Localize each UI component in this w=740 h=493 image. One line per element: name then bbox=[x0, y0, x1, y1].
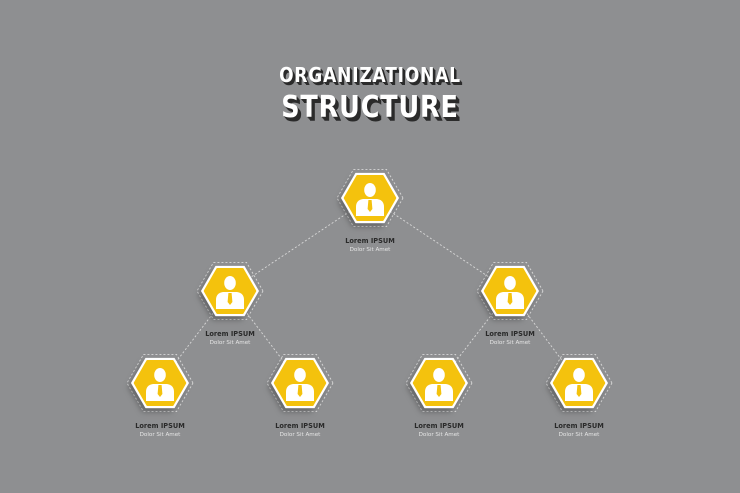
org-node-n3[interactable]: Lorem IPSUM Dolor Sit Amet bbox=[126, 353, 194, 438]
org-node-n2[interactable]: Lorem IPSUM Dolor Sit Amet bbox=[476, 261, 544, 346]
person-icon bbox=[146, 368, 174, 401]
node-role-label: Dolor Sit Amet bbox=[559, 432, 601, 438]
org-node-n1[interactable]: Lorem IPSUM Dolor Sit Amet bbox=[196, 261, 264, 346]
title-line-1: ORGANIZATIONAL bbox=[279, 63, 461, 87]
node-ring bbox=[196, 261, 264, 321]
connector-n0-n2 bbox=[369, 197, 511, 292]
node-name-label: Lorem IPSUM bbox=[554, 422, 604, 430]
node-role-label: Dolor Sit Amet bbox=[419, 432, 461, 438]
person-icon bbox=[216, 276, 244, 309]
node-name-label: Lorem IPSUM bbox=[275, 422, 325, 430]
node-role-label: Dolor Sit Amet bbox=[350, 247, 392, 253]
node-role-label: Dolor Sit Amet bbox=[210, 340, 252, 346]
node-ring bbox=[126, 353, 194, 413]
node-ring bbox=[545, 353, 613, 413]
node-name-label: Lorem IPSUM bbox=[205, 330, 255, 338]
connector-n0-n1 bbox=[229, 197, 371, 292]
node-name-label: Lorem IPSUM bbox=[135, 422, 185, 430]
node-ring bbox=[266, 353, 334, 413]
node-role-label: Dolor Sit Amet bbox=[490, 340, 532, 346]
person-icon bbox=[565, 368, 593, 401]
person-icon bbox=[425, 368, 453, 401]
org-node-n0[interactable]: Lorem IPSUM Dolor Sit Amet bbox=[336, 168, 404, 253]
node-ring bbox=[476, 261, 544, 321]
node-name-label: Lorem IPSUM bbox=[485, 330, 535, 338]
person-icon bbox=[286, 368, 314, 401]
person-icon bbox=[356, 183, 384, 216]
title-line-2: STRUCTURE bbox=[281, 90, 459, 125]
org-node-n5[interactable]: Lorem IPSUM Dolor Sit Amet bbox=[405, 353, 473, 438]
node-name-label: Lorem IPSUM bbox=[345, 237, 395, 245]
node-ring bbox=[336, 168, 404, 228]
org-node-n4[interactable]: Lorem IPSUM Dolor Sit Amet bbox=[266, 353, 334, 438]
org-node-n6[interactable]: Lorem IPSUM Dolor Sit Amet bbox=[545, 353, 613, 438]
person-icon bbox=[496, 276, 524, 309]
node-role-label: Dolor Sit Amet bbox=[280, 432, 322, 438]
node-ring bbox=[405, 353, 473, 413]
connector-n2-n6 bbox=[509, 290, 580, 384]
node-name-label: Lorem IPSUM bbox=[414, 422, 464, 430]
node-role-label: Dolor Sit Amet bbox=[140, 432, 182, 438]
